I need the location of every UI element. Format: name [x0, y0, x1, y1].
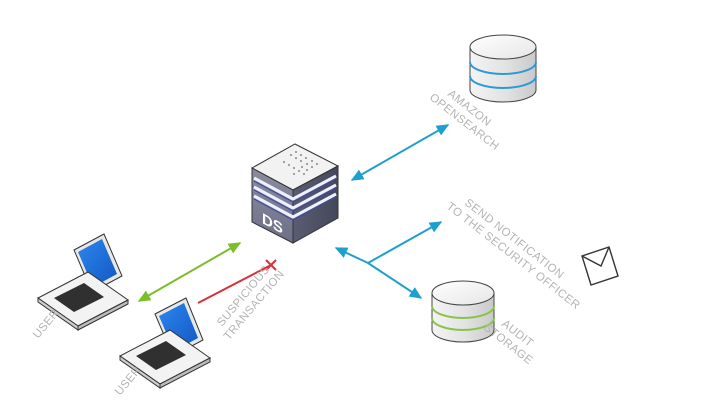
user-2-label: USER	[113, 365, 144, 398]
blocked-x-icon	[265, 259, 277, 271]
arrow-to-notification	[367, 221, 443, 264]
ds-server-icon: DS	[250, 143, 340, 244]
laptop-1-icon	[37, 233, 129, 331]
arrow-server-branch	[334, 247, 369, 264]
arrow-suspicious-transaction	[197, 264, 272, 304]
arrow-server-user	[137, 242, 242, 302]
arrow-server-opensearch	[350, 124, 450, 181]
laptop-2-icon	[119, 297, 211, 389]
envelope-icon	[581, 246, 619, 286]
opensearch-database-icon	[469, 34, 537, 103]
user-1-label: USER	[31, 308, 62, 341]
arrow-to-audit-storage	[367, 262, 423, 299]
audit-storage-database-icon	[431, 280, 495, 343]
suspicious-transaction-label: SUSPICIOUS TRANSACTION	[211, 259, 287, 342]
